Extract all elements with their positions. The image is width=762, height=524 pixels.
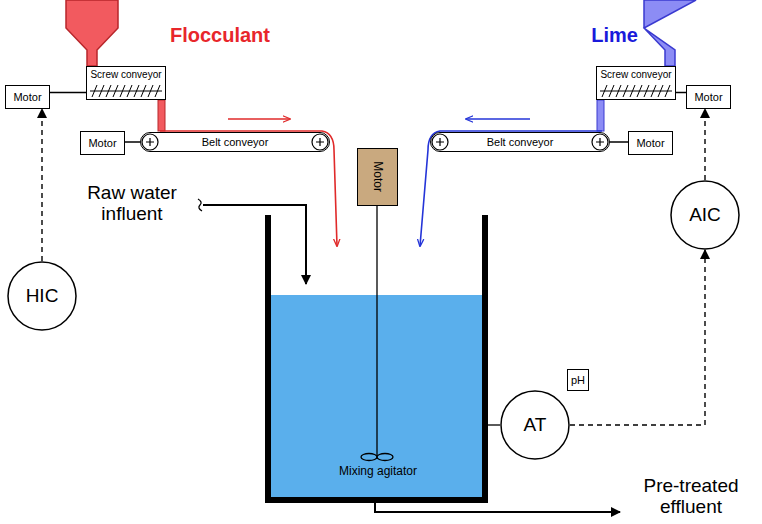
screw-flight <box>134 85 139 97</box>
effluent-pipe <box>375 503 620 512</box>
bubble-outline <box>8 262 76 330</box>
mechanical-link <box>125 141 140 143</box>
bubble-outline <box>501 391 569 459</box>
screw-flight <box>637 85 642 97</box>
screw-flight <box>665 85 670 97</box>
node-text: Screw conveyor <box>600 69 671 80</box>
belt-conveyor: Belt conveyor <box>430 132 610 152</box>
raw-water-pipe <box>198 199 202 211</box>
screw-conveyor-housing: Screw conveyor <box>596 66 676 100</box>
screw-flight <box>630 85 635 97</box>
signal-line <box>704 109 705 180</box>
ph-tag: pH <box>567 369 589 391</box>
screw-shaft <box>600 91 672 92</box>
node-text: Motor <box>371 162 384 193</box>
screw-flight <box>141 85 146 97</box>
screw-flight <box>92 85 97 97</box>
screw-shaft <box>90 91 162 92</box>
screw-flight <box>623 85 628 97</box>
analyzer-tap <box>488 424 500 425</box>
screw-flight <box>120 85 125 97</box>
mechanical-link <box>610 141 628 143</box>
analyzer-tap <box>488 424 500 425</box>
lime-hopper <box>644 0 696 66</box>
lime-flow <box>466 118 530 120</box>
flocculant-hopper <box>66 0 118 66</box>
lime-title: Lime <box>560 24 638 46</box>
screw-flight <box>616 85 621 97</box>
agitator-shaft <box>376 206 377 455</box>
effluent-label: Pre-treated effluent <box>626 476 756 518</box>
screw-flight <box>644 85 649 97</box>
analytical-controller-bubble: AIC <box>670 180 740 250</box>
motor-box: Motor <box>5 85 50 109</box>
effluent-pipe <box>375 503 620 512</box>
flocculant-flow <box>228 118 290 120</box>
agitator-shaft <box>361 206 393 461</box>
screw-flight <box>106 85 111 97</box>
lime-hopper <box>644 0 696 66</box>
flocculant-hopper <box>66 0 118 66</box>
node-text: pH <box>571 374 585 386</box>
screw-flight <box>113 85 118 97</box>
flocculant-flow <box>158 100 165 131</box>
node-text: AT <box>524 415 547 436</box>
agitator-shaft <box>377 454 393 461</box>
mechanical-link <box>50 92 86 94</box>
mechanical-link <box>676 92 686 94</box>
hand-controller-bubble: HIC <box>7 261 77 331</box>
node-text: Motor <box>694 91 722 103</box>
agitator-label: Mixing agitator <box>308 465 448 478</box>
screw-flight <box>99 85 104 97</box>
lime-flow <box>420 100 604 246</box>
influent-label: Raw water influent <box>68 183 196 225</box>
flocculant-title: Flocculant <box>160 24 280 46</box>
signal-line <box>41 109 42 261</box>
flocculant-flow <box>158 100 337 246</box>
lime-flow <box>420 131 602 246</box>
screw-flight <box>658 85 663 97</box>
node-text: HIC <box>26 286 59 307</box>
belt-conveyor: Belt conveyor <box>140 132 330 152</box>
raw-water-pipe <box>203 205 306 284</box>
lime-flow <box>597 100 604 131</box>
node-text: Belt conveyor <box>202 136 269 148</box>
node-text: Screw conveyor <box>90 69 161 80</box>
flocculant-flow <box>160 131 337 246</box>
signal-line <box>570 250 705 425</box>
bubble-outline <box>671 181 739 249</box>
screw-flight <box>609 85 614 97</box>
motor-box: Motor <box>628 131 673 155</box>
node-text: Motor <box>88 137 116 149</box>
agitator-motor: Motor <box>357 148 398 206</box>
analytical-transmitter-bubble: AT <box>500 390 570 460</box>
node-text: Belt conveyor <box>487 136 554 148</box>
screw-flight <box>602 85 607 97</box>
motor-box: Motor <box>80 131 125 155</box>
raw-water-pipe <box>198 199 306 284</box>
screw-flight <box>148 85 153 97</box>
screw-flights <box>90 85 672 97</box>
screw-flight <box>127 85 132 97</box>
motor-box: Motor <box>686 85 731 109</box>
node-text: Motor <box>13 91 41 103</box>
agitator-shaft <box>361 454 377 461</box>
screw-flight <box>651 85 656 97</box>
node-text: AIC <box>689 205 721 226</box>
screw-flight <box>155 85 160 97</box>
node-text: Motor <box>636 137 664 149</box>
screw-conveyor-housing: Screw conveyor <box>86 66 166 100</box>
